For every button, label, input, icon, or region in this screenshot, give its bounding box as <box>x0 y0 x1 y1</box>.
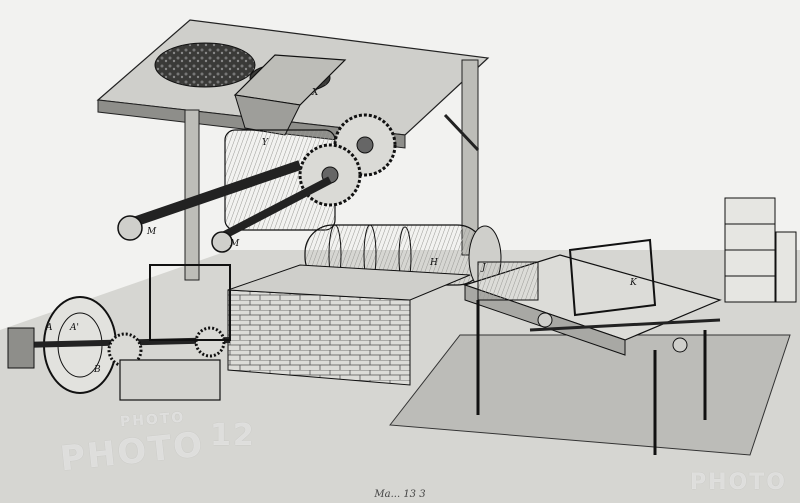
connecting-rod-upper <box>123 160 302 230</box>
plate-caption: Ма... 13 3 <box>374 489 426 500</box>
crank-m-left <box>117 215 143 241</box>
label-x: X <box>311 88 319 98</box>
label-a: A <box>45 323 53 333</box>
label-b: B <box>93 365 101 375</box>
crank-m-right <box>211 231 233 253</box>
shaft-bearing-left <box>7 327 35 369</box>
platform-brace <box>443 113 480 152</box>
label-j: J <box>480 263 487 273</box>
label-k: K <box>629 278 638 288</box>
gear-large-back-hub <box>356 136 374 154</box>
brick-foundation-top <box>227 264 471 301</box>
connecting-rod-lower <box>213 176 332 244</box>
watermark-photo-corner: PHOTO <box>690 470 787 495</box>
floor-pit <box>389 334 791 456</box>
bevel-gear <box>194 326 226 358</box>
brick-foundation <box>227 289 411 386</box>
label-h: H <box>429 258 438 268</box>
label-y: Y <box>262 138 269 148</box>
platform-post-left <box>184 109 200 281</box>
clay-trough <box>119 359 221 401</box>
label-m-right: M <box>229 239 240 249</box>
cutting-table <box>463 238 722 455</box>
clay-pile-left <box>154 42 256 88</box>
watermark-number: 12 <box>210 418 256 453</box>
brick-stack <box>724 197 797 303</box>
gear-frame <box>149 264 231 341</box>
label-m-left: M <box>146 227 157 237</box>
label-a-prime: A' <box>69 323 79 333</box>
